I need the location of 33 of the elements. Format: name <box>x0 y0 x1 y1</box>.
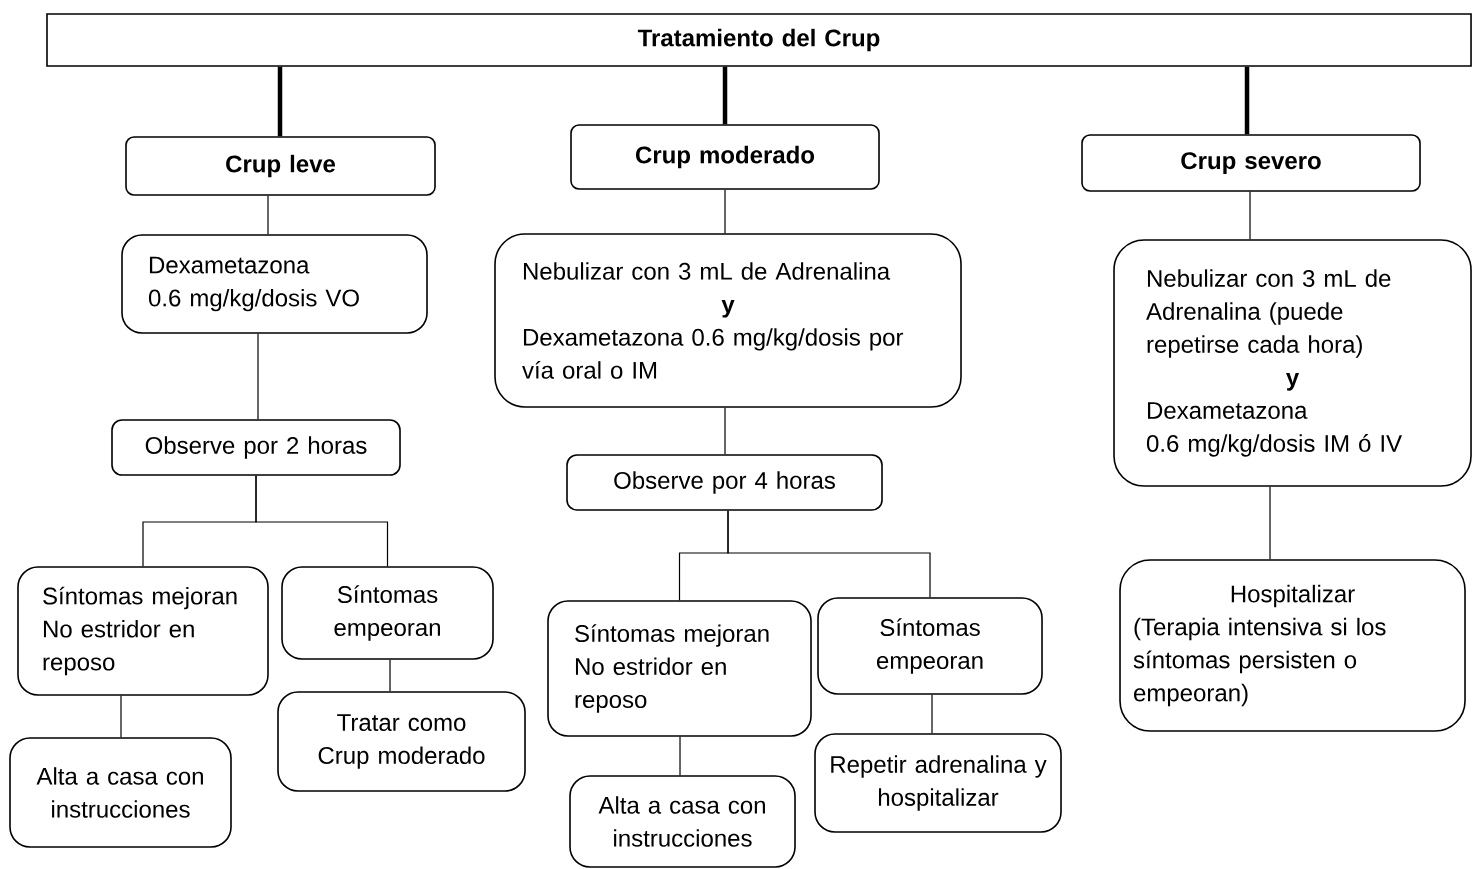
process-box: Observe por 2 horas <box>111 419 401 476</box>
connector-line <box>120 695 122 738</box>
connector-line <box>1244 66 1250 135</box>
connector-line <box>679 736 681 776</box>
process-box: Alta a casa con instrucciones <box>569 775 796 868</box>
process-box: Alta a casa con instrucciones <box>9 737 232 848</box>
process-box: Síntomas mejoran No estridor en reposo <box>547 600 812 737</box>
process-box: Síntomas mejoran No estridor en reposo <box>17 566 269 696</box>
process-box: Síntomas empeoran <box>281 566 494 660</box>
process-box: Dexametazona 0.6 mg/kg/dosis VO <box>121 234 428 334</box>
connector-line <box>931 694 933 734</box>
category-box: Crup leve <box>125 136 436 196</box>
connector-line <box>727 510 931 598</box>
category-box: Crup severo <box>1081 134 1421 192</box>
category-box: Crup moderado <box>570 124 880 190</box>
process-box: Tratar como Crup moderado <box>277 691 526 792</box>
connector-line <box>1269 486 1271 560</box>
connector-line <box>255 475 389 567</box>
process-box: Nebulizar con 3 mL de Adrenalina y Dexametazona 0.6 mg/kg/dosis por vía oral o IM <box>494 233 962 408</box>
connector-line <box>257 333 259 420</box>
connector-line <box>267 195 269 235</box>
process-box: Síntomas empeoran <box>817 597 1043 695</box>
process-box: Repetir adrenalina y hospitalizar <box>814 733 1062 833</box>
process-box: Observe por 4 horas <box>566 454 883 511</box>
connector-line <box>277 66 283 137</box>
connector-line <box>724 189 726 234</box>
connector-line <box>1249 191 1251 240</box>
title-box: Tratamiento del Crup <box>46 13 1472 67</box>
connector-line <box>722 66 728 125</box>
connector-line <box>389 659 391 692</box>
connector-line <box>724 407 726 455</box>
process-box: Hospitalizar (Terapia intensiva si los síntomas persisten o empeoran) <box>1119 559 1466 732</box>
process-box: Nebulizar con 3 mL de Adrenalina (puede repetirse cada hora) y Dexametazona 0.6 mg/kg/dosis IM ó IV <box>1113 239 1472 487</box>
